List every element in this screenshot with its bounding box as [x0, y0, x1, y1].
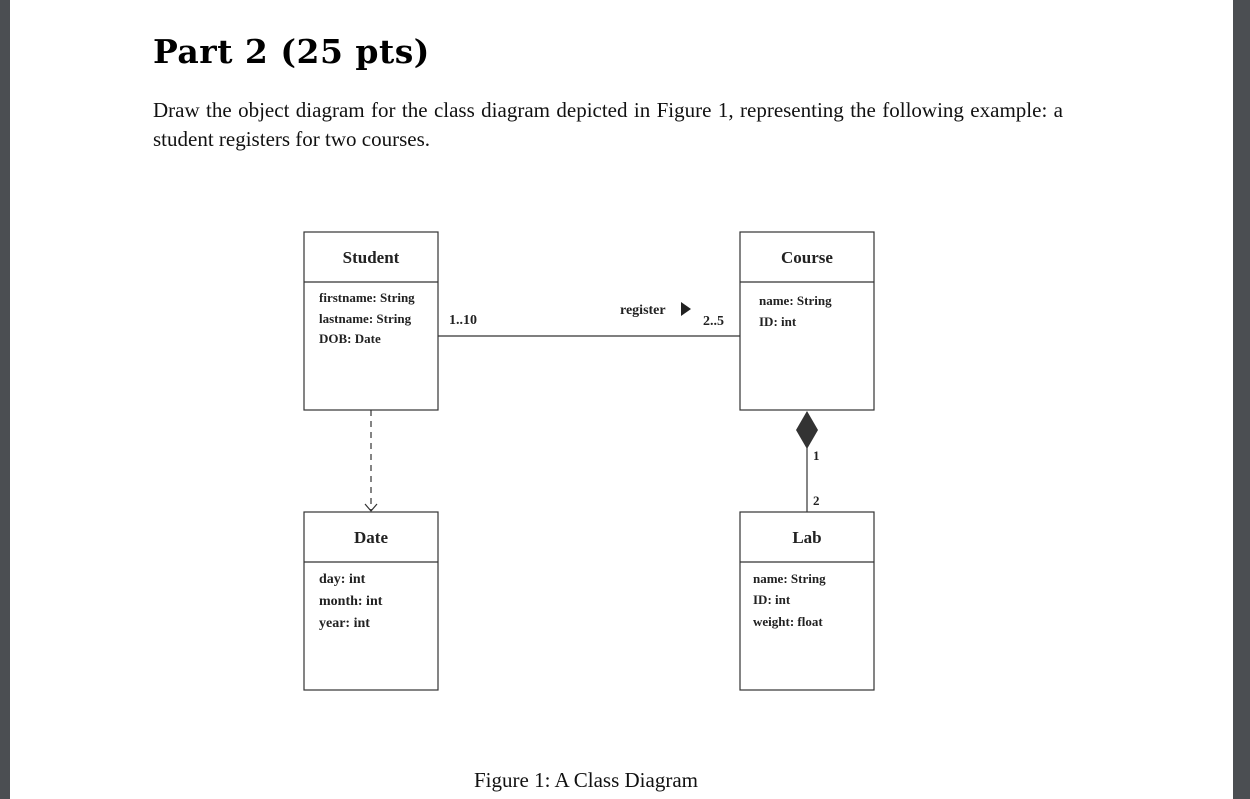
lab-attr: ID: int	[753, 592, 791, 607]
figure-caption: Figure 1: A Class Diagram	[474, 768, 698, 792]
dependency-arrowhead-icon	[364, 503, 378, 512]
date-class-box	[303, 511, 439, 691]
date-attr: month: int	[319, 594, 383, 609]
register-label: register	[620, 303, 666, 318]
document-page: Part 2 (25 pts) Draw the object diagram …	[10, 0, 1233, 799]
lab-class-name: Lab	[792, 528, 821, 547]
course-class-box	[739, 231, 875, 411]
date-class-name: Date	[354, 528, 388, 547]
direction-triangle-icon	[681, 302, 691, 316]
composition-diamond-icon	[796, 411, 818, 449]
student-multiplicity: 1..10	[449, 313, 477, 328]
course-attr: ID: int	[759, 314, 797, 329]
lab-attr: name: String	[753, 571, 826, 586]
composition-course-multiplicity: 1	[813, 448, 820, 463]
course-attr: name: String	[759, 293, 832, 308]
student-attr: lastname: String	[319, 311, 412, 326]
student-attr: DOB: Date	[319, 331, 381, 346]
course-multiplicity: 2..5	[703, 314, 724, 329]
student-attr: firstname: String	[319, 290, 415, 305]
class-diagram: Student firstname: String lastname: Stri…	[303, 231, 875, 691]
student-class-name: Student	[343, 248, 400, 267]
lab-attr: weight: float	[753, 614, 823, 629]
instructions-text: Draw the object diagram for the class di…	[153, 98, 1063, 151]
composition-lab-multiplicity: 2	[813, 493, 820, 508]
course-class-name: Course	[781, 248, 833, 267]
date-attr: year: int	[319, 616, 370, 631]
page-title: Part 2 (25 pts)	[153, 32, 430, 71]
date-attr: day: int	[319, 572, 366, 587]
